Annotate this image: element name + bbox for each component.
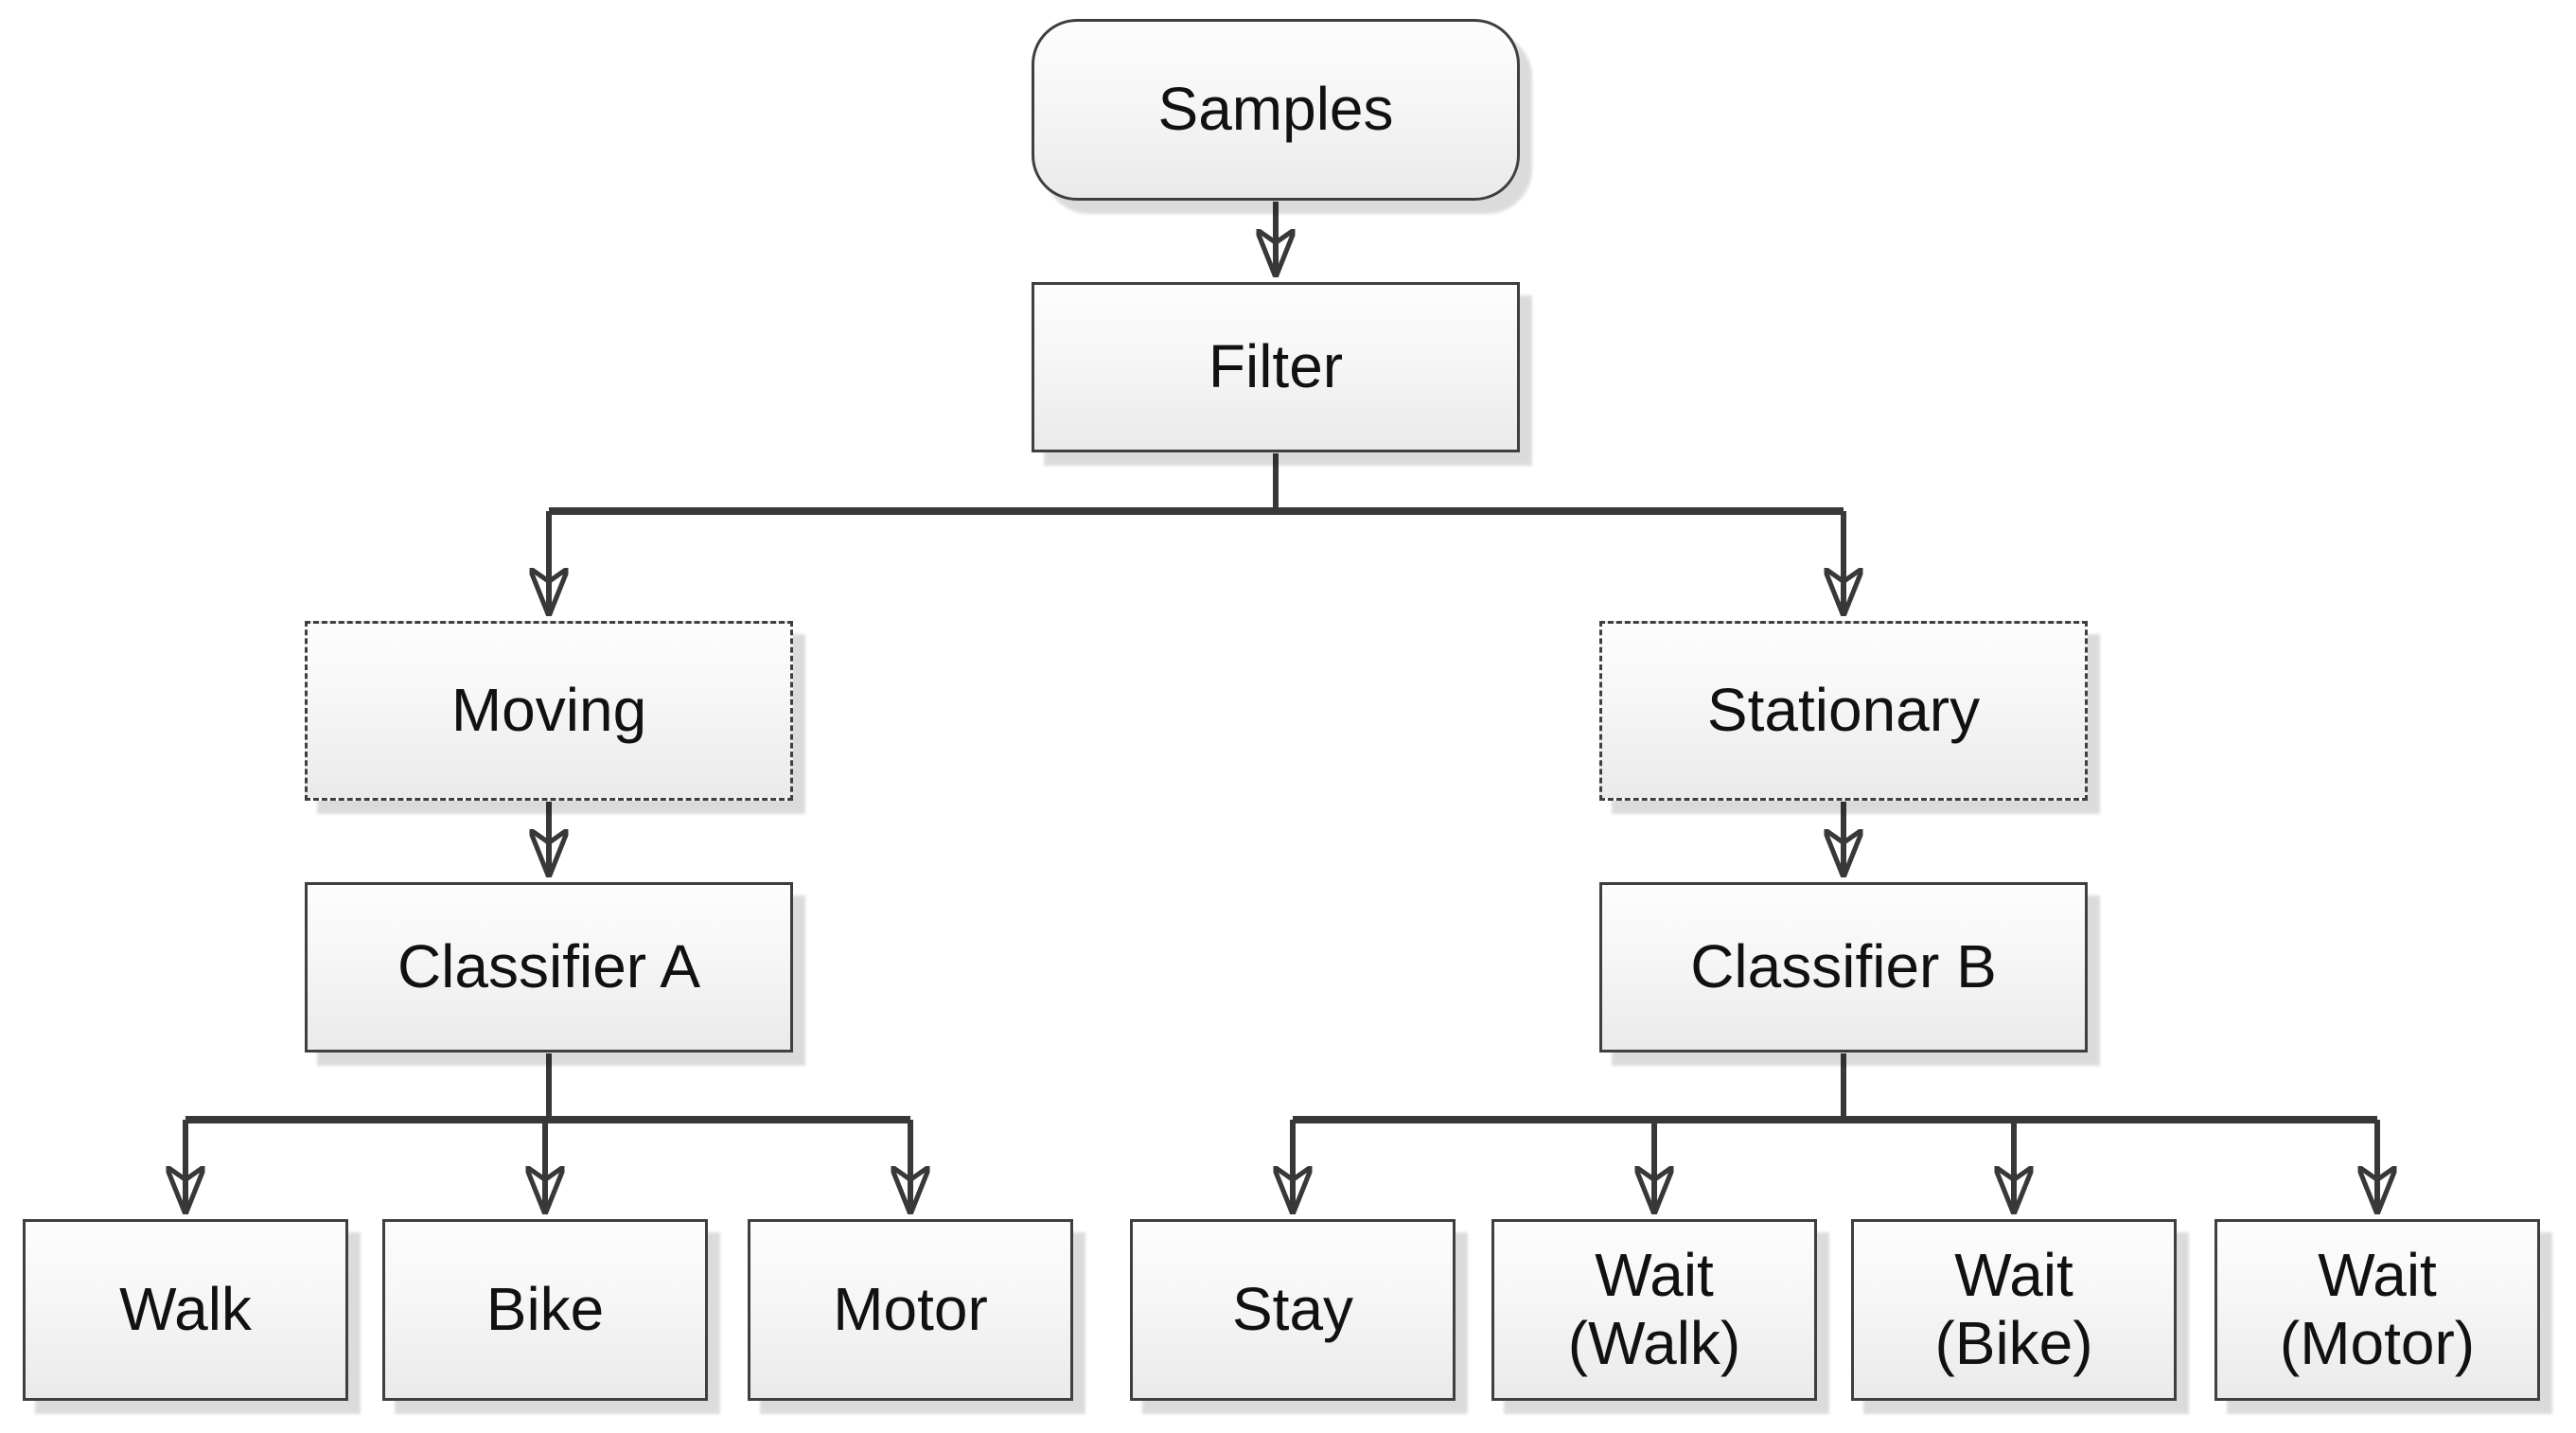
node-wait-bike: Wait (Bike) (1851, 1219, 2177, 1401)
node-classifier-a: Classifier A (305, 882, 793, 1053)
node-walk: Walk (23, 1219, 348, 1401)
node-moving: Moving (305, 621, 793, 801)
node-bike-label: Bike (485, 1275, 605, 1344)
node-motor: Motor (748, 1219, 1073, 1401)
node-wait-walk-text: Wait (1595, 1241, 1714, 1310)
node-moving-label: Moving (450, 676, 647, 745)
node-walk-label: Walk (119, 1275, 252, 1344)
node-stationary: Stationary (1599, 621, 2088, 801)
node-motor-label: Motor (833, 1275, 988, 1344)
node-stay: Stay (1130, 1219, 1456, 1401)
node-stationary-label: Stationary (1706, 676, 1981, 745)
node-stay-label: Stay (1231, 1275, 1354, 1344)
node-samples: Samples (1032, 19, 1520, 201)
node-filter: Filter (1032, 282, 1520, 452)
node-wait-bike-subtext: (Bike) (1934, 1309, 2093, 1377)
node-bike: Bike (382, 1219, 708, 1401)
node-bike-text: Bike (485, 1275, 605, 1344)
node-wait-walk: Wait (Walk) (1491, 1219, 1817, 1401)
node-classifier-a-text: Classifier A (397, 932, 701, 1001)
node-moving-text: Moving (450, 676, 647, 745)
node-wait-motor: Wait (Motor) (2214, 1219, 2540, 1401)
node-wait-walk-label: Wait (Walk) (1568, 1242, 1740, 1377)
node-wait-motor-label: Wait (Motor) (2280, 1242, 2475, 1377)
node-samples-text: Samples (1157, 75, 1394, 144)
node-stationary-text: Stationary (1706, 676, 1981, 745)
node-wait-motor-subtext: (Motor) (2279, 1309, 2476, 1377)
node-wait-walk-subtext: (Walk) (1567, 1309, 1741, 1377)
node-filter-label: Filter (1208, 332, 1344, 401)
node-wait-motor-text: Wait (2318, 1241, 2437, 1310)
node-walk-text: Walk (119, 1275, 252, 1344)
node-filter-text: Filter (1208, 332, 1344, 401)
node-classifier-b-text: Classifier B (1690, 932, 1997, 1001)
node-motor-text: Motor (833, 1275, 988, 1344)
node-classifier-b: Classifier B (1599, 882, 2088, 1053)
node-stay-text: Stay (1231, 1275, 1354, 1344)
node-wait-bike-label: Wait (Bike) (1934, 1242, 2092, 1377)
node-classifier-a-label: Classifier A (397, 932, 701, 1001)
node-wait-bike-text: Wait (1954, 1241, 2073, 1310)
node-samples-label: Samples (1157, 75, 1394, 144)
node-classifier-b-label: Classifier B (1690, 932, 1997, 1001)
